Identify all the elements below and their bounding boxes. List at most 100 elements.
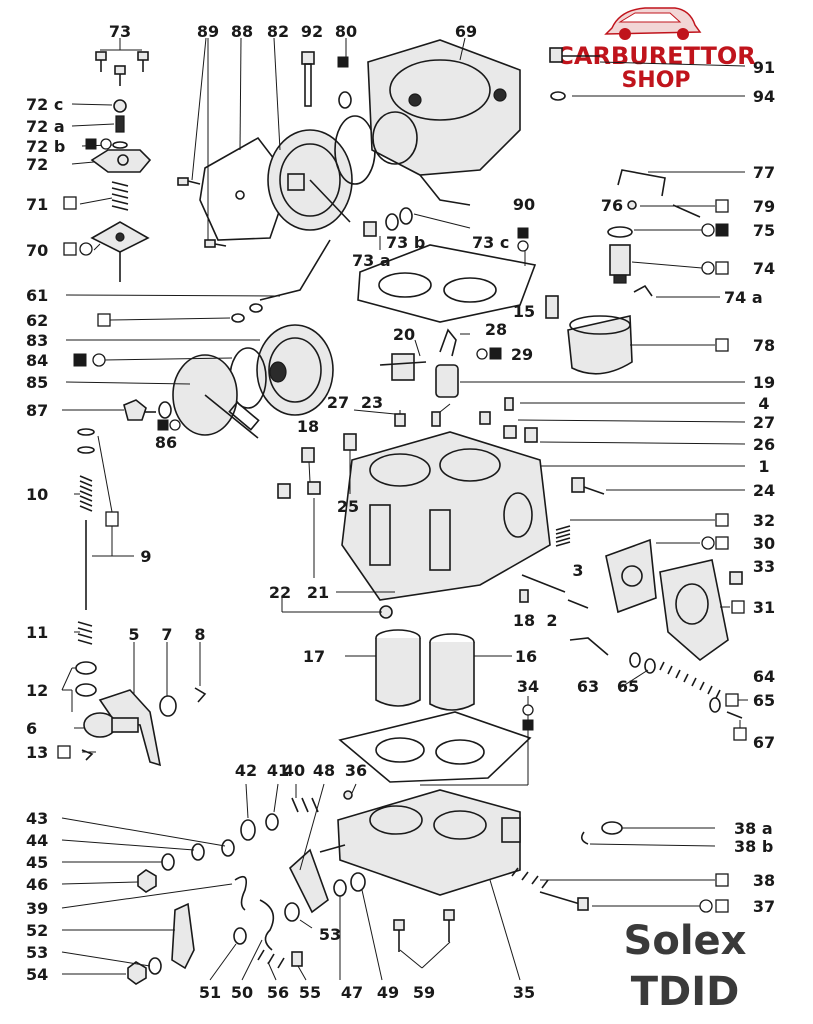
label-64: 64	[753, 667, 775, 686]
part-48-lever	[289, 848, 329, 914]
part-4-jet	[504, 397, 514, 411]
part-91-screw	[549, 47, 600, 63]
part-27b-jet	[503, 425, 517, 439]
label-76: 76	[601, 196, 623, 215]
part-50-spring	[259, 899, 275, 951]
label-55: 55	[299, 983, 321, 1002]
label-6: 6	[26, 719, 37, 738]
part-17-venturi	[375, 629, 421, 707]
part-shaft-stub	[319, 844, 346, 853]
label-26: 26	[753, 435, 775, 454]
label-43: 43	[26, 809, 48, 828]
label-15: 15	[513, 302, 535, 321]
label-71: 71	[26, 195, 48, 214]
part-13-clip	[81, 749, 94, 761]
label-74a: 74 a	[724, 288, 763, 307]
label-83: 83	[26, 331, 48, 350]
label-72a: 72 a	[26, 117, 65, 136]
part-23-jet	[431, 411, 441, 427]
part-31-cover	[659, 559, 729, 662]
part-24-screw	[571, 477, 605, 495]
part-38b-clip	[580, 831, 589, 845]
model-name-line-2: TDID	[631, 969, 740, 1015]
part-33-screw	[729, 571, 743, 585]
label-45: 45	[26, 853, 48, 872]
part-30-diaphragm	[605, 538, 657, 614]
part-38-spring	[511, 867, 549, 889]
label-39: 39	[26, 899, 48, 918]
label-79: 79	[753, 197, 775, 216]
part-65-washers	[629, 652, 721, 713]
label-61: 61	[26, 286, 48, 305]
label-44: 44	[26, 831, 48, 850]
part-38a-washer	[601, 821, 623, 835]
label-69: 69	[455, 22, 477, 41]
label-27a: 27	[327, 393, 349, 412]
label-78: 78	[753, 336, 775, 355]
label-73a: 73 a	[352, 251, 391, 270]
part-44-washer	[191, 843, 205, 861]
part-83-pump-housing	[256, 324, 334, 416]
part-78-pump-cover	[567, 315, 633, 375]
label-56: 56	[267, 983, 289, 1002]
part-47-washer	[333, 879, 347, 897]
part-75-seal	[607, 226, 633, 238]
label-75: 75	[753, 221, 775, 240]
label-73c: 73 c	[472, 233, 509, 252]
part-89-screws	[177, 177, 227, 248]
label-11: 11	[26, 623, 48, 642]
part-61-tube	[259, 239, 331, 301]
part-73-screws	[95, 38, 149, 86]
part-8-clip	[194, 687, 207, 703]
part-41-washer	[265, 813, 279, 831]
part-67-clip	[726, 711, 743, 719]
model-name-line-1: Solex	[624, 918, 747, 964]
label-48: 48	[313, 761, 335, 780]
label-3: 3	[572, 561, 583, 580]
part-35-throttle-body	[337, 789, 521, 896]
label-8: 8	[194, 625, 205, 644]
label-86: 86	[155, 433, 177, 452]
label-72c: 72 c	[26, 95, 63, 114]
label-31: 31	[753, 598, 775, 617]
part-18-jet	[301, 447, 315, 463]
label-22: 22	[269, 583, 291, 602]
part-77-bracket	[617, 169, 666, 197]
label-16: 16	[515, 647, 537, 666]
label-50: 50	[231, 983, 253, 1002]
part-2-shaft	[521, 574, 566, 593]
label-80: 80	[335, 22, 357, 41]
label-53b: 53	[26, 943, 48, 962]
part-number-labels: 73 89 88 82 92 80 69 91 94 72 c 72 a 72 …	[26, 22, 775, 1002]
label-90: 90	[513, 195, 535, 214]
label-30: 30	[753, 534, 775, 553]
part-94-washer	[550, 91, 566, 101]
order-symbols	[57, 56, 747, 913]
part-10-spring	[77, 428, 95, 512]
part-87-screw	[123, 399, 156, 421]
part-32-spring	[555, 525, 571, 547]
label-49: 49	[377, 983, 399, 1002]
label-52: 52	[26, 921, 48, 940]
label-38b: 38 b	[734, 837, 773, 856]
part-15-jet	[545, 295, 559, 319]
part-73-washers	[363, 207, 413, 237]
part-1-main-body	[341, 431, 551, 601]
label-51: 51	[199, 983, 221, 1002]
label-20: 20	[393, 325, 415, 344]
label-1: 1	[758, 457, 769, 476]
part-39-spring	[234, 875, 248, 911]
label-35: 35	[513, 983, 535, 1002]
top-gasket	[357, 244, 537, 323]
part-72-cover-stack	[90, 99, 152, 282]
label-72b: 72 b	[26, 137, 65, 156]
label-7: 7	[161, 625, 172, 644]
part-3-screw	[567, 599, 589, 609]
label-41: 41	[267, 761, 289, 780]
part-51-washer	[233, 927, 247, 945]
label-65b: 65	[753, 691, 775, 710]
part-53b-washer	[284, 902, 300, 922]
label-34: 34	[517, 677, 539, 696]
car-logo-icon	[604, 7, 702, 40]
label-46: 46	[26, 875, 48, 894]
